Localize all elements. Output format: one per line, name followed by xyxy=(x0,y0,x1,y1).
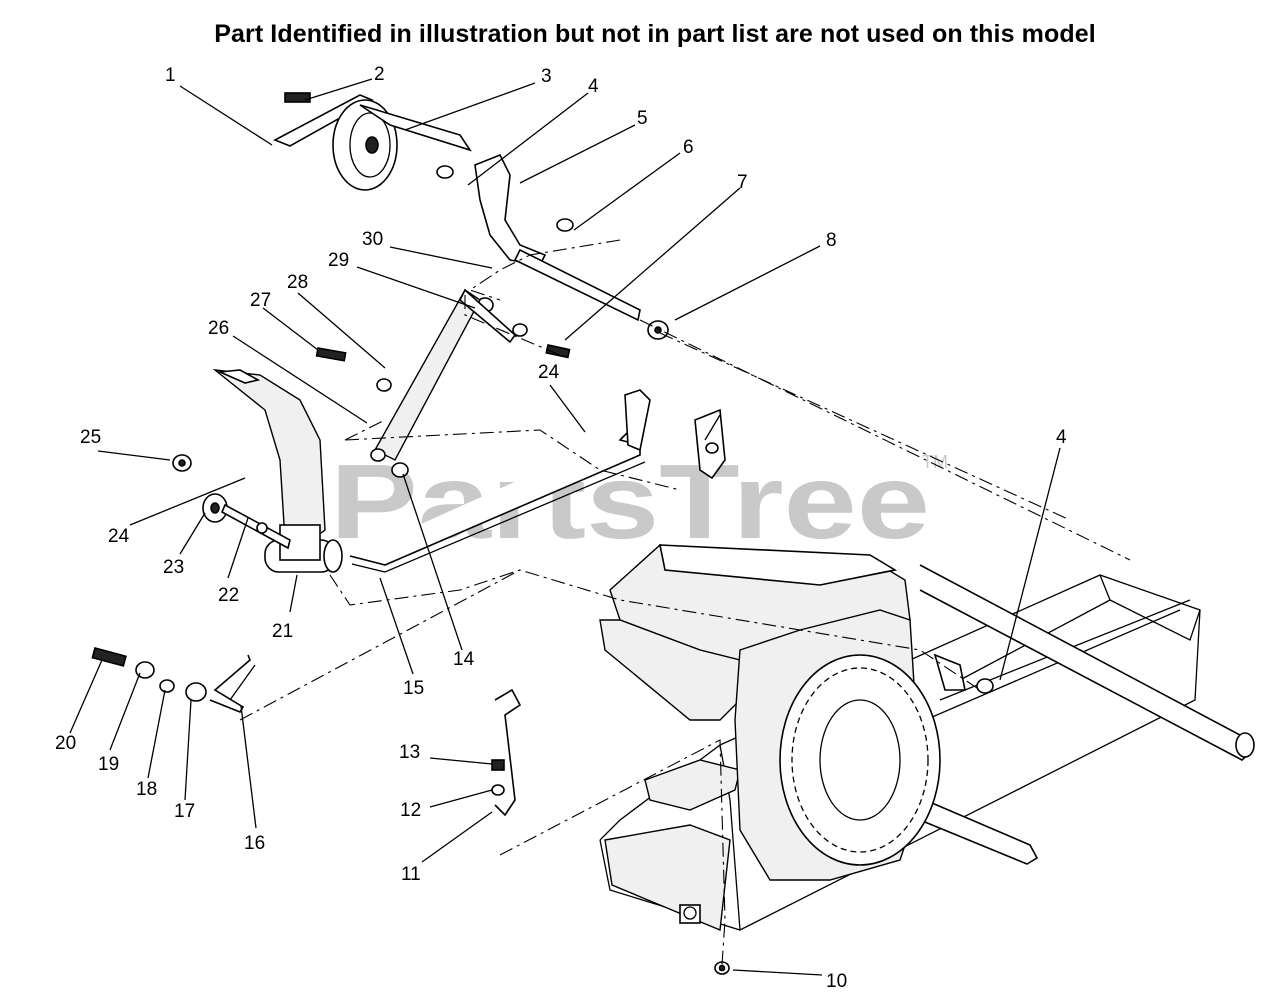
leader-lines xyxy=(69,78,1061,976)
callout-4: 4 xyxy=(588,76,599,97)
callout-16: 16 xyxy=(244,833,265,854)
callout-19: 19 xyxy=(98,754,119,775)
callout-5: 5 xyxy=(637,108,648,129)
callout-22: 22 xyxy=(218,585,239,606)
callout-24a: 24 xyxy=(538,362,560,383)
callout-12: 12 xyxy=(400,800,421,821)
callout-13: 13 xyxy=(399,742,420,763)
parking-brake-rod xyxy=(91,647,256,713)
callout-28: 28 xyxy=(287,272,308,293)
callout-20: 20 xyxy=(55,733,76,754)
watermark-trademark: TM xyxy=(922,452,948,472)
callout-6: 6 xyxy=(683,137,694,158)
callout-10: 10 xyxy=(826,971,847,992)
callout-15: 15 xyxy=(403,678,424,699)
chassis-frame xyxy=(599,564,1255,932)
callout-3: 3 xyxy=(541,66,552,87)
callout-25: 25 xyxy=(80,427,101,448)
callout-26: 26 xyxy=(208,318,229,339)
callout-30: 30 xyxy=(362,229,383,250)
callout-27: 27 xyxy=(250,290,271,311)
callout-4b: 4 xyxy=(1056,427,1067,448)
callout-11: 11 xyxy=(401,864,421,885)
diagram-title: Part Identified in illustration but not … xyxy=(214,20,1096,48)
assembly-guide-lines xyxy=(239,239,1131,966)
callout-24b: 24 xyxy=(108,526,130,547)
callout-17: 17 xyxy=(174,801,195,822)
callout-7: 7 xyxy=(737,172,748,193)
idler-pulley-assembly xyxy=(273,92,669,359)
callout-2: 2 xyxy=(374,64,385,85)
callout-29: 29 xyxy=(328,250,349,271)
pin-clip-assembly xyxy=(491,653,994,975)
callout-1: 1 xyxy=(165,65,176,86)
engine-assembly xyxy=(599,544,941,881)
callout-18: 18 xyxy=(136,779,157,800)
brake-pedal-assembly xyxy=(172,288,528,573)
callout-8: 8 xyxy=(826,230,837,251)
callout-numbers: 1 2 3 4 5 6 7 8 30 29 28 27 26 24 25 24 … xyxy=(55,64,1067,992)
callout-21: 21 xyxy=(272,621,293,642)
callout-23: 23 xyxy=(163,557,184,578)
callout-14: 14 xyxy=(453,649,475,670)
